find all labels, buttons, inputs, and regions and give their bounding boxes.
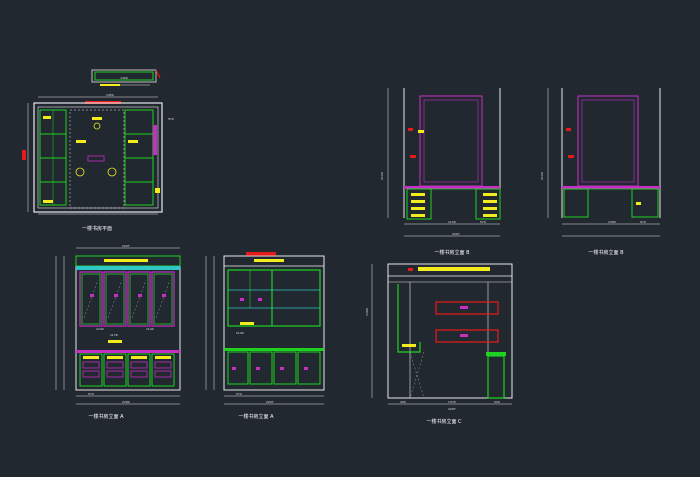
plan-top-dim: 1450 [106,93,114,97]
plan-title: 一楼书房平面 [82,225,112,232]
plan-side-dim: 570 [168,117,174,121]
elevation-b1: 2520 1130 570 2297 一楼书房立面 B [380,88,501,256]
a1-bottom-dim: 2280 [122,400,130,404]
elevation-a2: 1140 570 2297 一楼书房立面 A [205,252,325,420]
a2-mid-dim: 1140 [236,331,244,335]
a2-total-dim: 2297 [266,400,274,404]
elev-a2-title: 一楼书房立面 A [238,413,274,420]
a1-total-dim: 2297 [122,244,130,248]
c-seg2-dim: 1376 [448,400,456,404]
b1-height-dim: 2520 [380,172,384,180]
b2-height-dim: 2520 [540,172,544,180]
c-height-dim: 1300 [365,308,369,316]
plan-badge-dim: 1450 [120,76,128,80]
a1-mid2-dim: 1176 [110,333,118,337]
a2-seg-dim: 570 [236,392,242,396]
b1-seg2-dim: 570 [480,220,486,224]
c-seg1-dim: 400 [400,400,406,404]
elevation-b2: 2520 1300 570 一楼书房立面 B [540,88,661,256]
elevation-c: 1300 400 1376 520 一楼书房立面 C 2297 [365,263,513,425]
elev-a1-title: 一楼书房立面 A [88,413,124,420]
elev-b1-title: 一楼书房立面 B [434,249,470,256]
b2-seg2-dim: 570 [640,220,646,224]
b1-seg1-dim: 1130 [448,220,456,224]
elevation-a1: 2297 1240 1176 1140 [55,244,181,420]
elev-c-title: 一楼书房立面 C [426,418,462,425]
elev-b2-title: 一楼书房立面 B [588,249,624,256]
a1-mid3-dim: 1140 [146,327,154,331]
a1-seg-dim: 570 [88,392,94,396]
b1-total-dim: 2297 [452,232,460,236]
c-total-dim: 2297 [448,407,456,411]
plan-view: 1450 1450 57 [22,69,174,232]
c-seg3-dim: 520 [494,400,500,404]
a1-mid1-dim: 1240 [96,327,104,331]
b2-seg1-dim: 1300 [608,220,616,224]
